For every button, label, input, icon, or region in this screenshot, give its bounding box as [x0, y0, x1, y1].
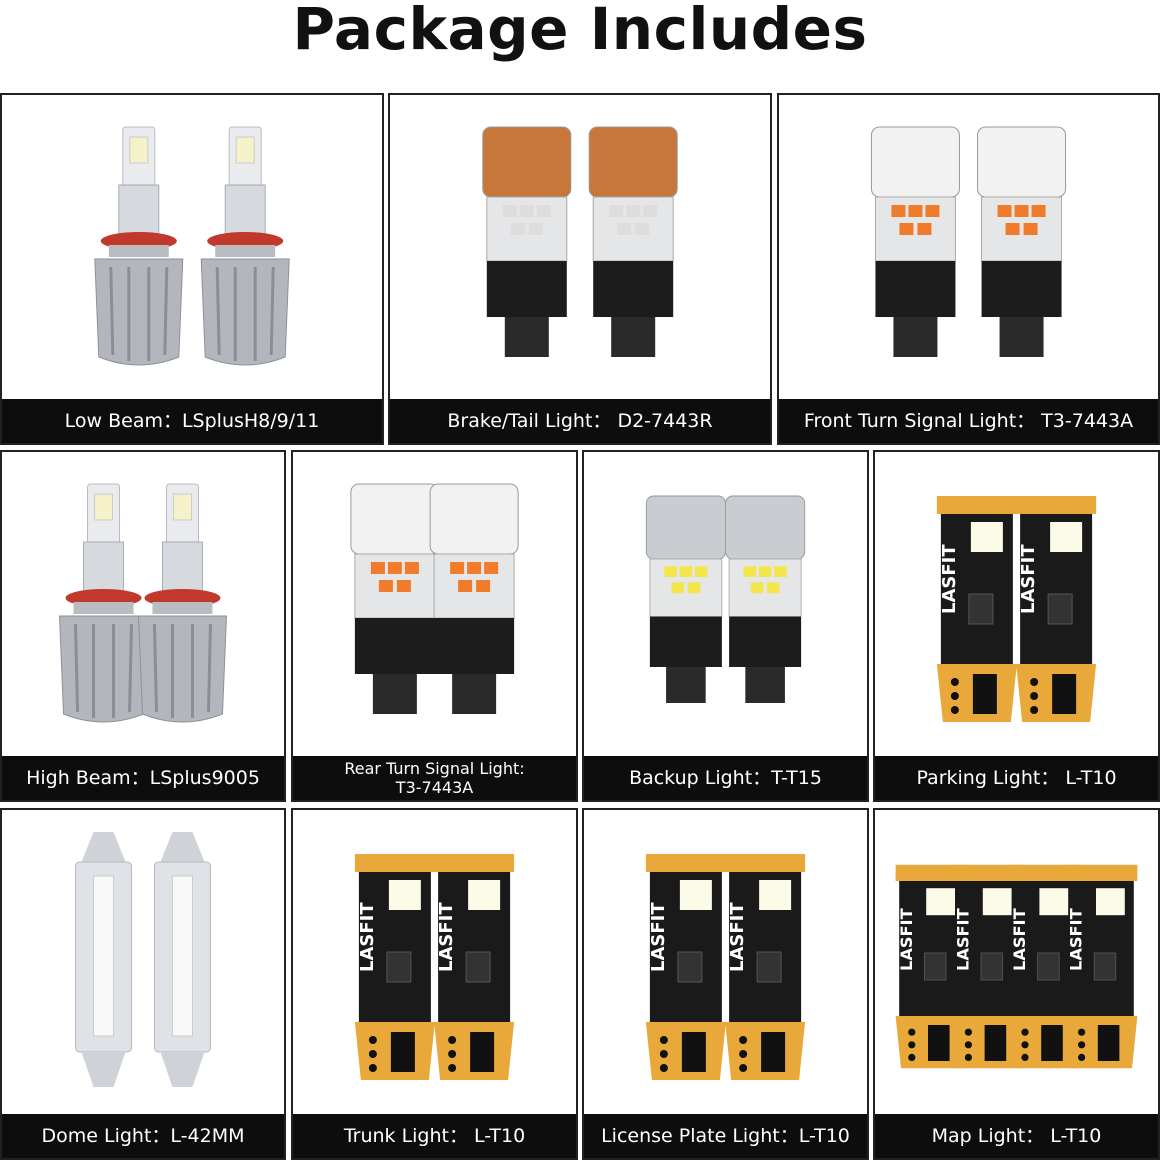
page-title: Package Includes — [292, 0, 868, 63]
headlight-bulb-pair-image — [2, 95, 382, 399]
product-card-rear-turn-signal: Rear Turn Signal Light: T3-7443A — [291, 450, 578, 802]
product-label: Front Turn Signal Light： T3-7443A — [779, 399, 1158, 443]
product-card-license-plate: LASFIT LASFIT License Plate Light：L-T10 — [582, 808, 869, 1160]
product-card-brake-tail: Brake/Tail Light： D2-7443R — [388, 93, 772, 445]
product-label: Brake/Tail Light： D2-7443R — [390, 399, 770, 443]
t10-bulb-pair-image: LASFIT LASFIT — [293, 810, 576, 1114]
product-label: Parking Light： L-T10 — [875, 756, 1158, 800]
copper-bulb-pair-image — [390, 95, 770, 399]
t10-bulb-quad-image: LASFIT LASFIT LASFIT LASFIT — [875, 810, 1158, 1114]
product-card-low-beam: Low Beam：LSplusH8/9/11 — [0, 93, 384, 445]
product-label: Dome Light：L-42MM — [2, 1114, 284, 1158]
product-label: Low Beam：LSplusH8/9/11 — [2, 399, 382, 443]
product-card-trunk: LASFIT LASFIT Trunk Light： L-T10 — [291, 808, 578, 1160]
product-label: Rear Turn Signal Light: T3-7443A — [293, 756, 576, 800]
product-label: High Beam：LSplus9005 — [2, 756, 284, 800]
product-label: License Plate Light：L-T10 — [584, 1114, 867, 1158]
product-card-parking: LASFIT LASFIT Parking Light： L-T10 — [873, 450, 1160, 802]
svg-text:LASFIT: LASFIT — [953, 908, 972, 971]
product-card-map: LASFIT LASFIT LASFIT LASFIT Map Light： L… — [873, 808, 1160, 1160]
product-label: Map Light： L-T10 — [875, 1114, 1158, 1158]
festoon-bulb-pair-image — [2, 810, 284, 1114]
svg-text:LASFIT: LASFIT — [357, 902, 378, 972]
svg-text:LASFIT: LASFIT — [727, 902, 748, 972]
silver-bulb-pair-image — [584, 452, 867, 756]
svg-text:LASFIT: LASFIT — [939, 544, 960, 614]
svg-text:LASFIT: LASFIT — [1018, 544, 1039, 614]
svg-text:LASFIT: LASFIT — [1067, 908, 1086, 971]
svg-text:LASFIT: LASFIT — [648, 902, 669, 972]
product-label: Backup Light：T-T15 — [584, 756, 867, 800]
product-card-high-beam: High Beam：LSplus9005 — [0, 450, 286, 802]
svg-text:LASFIT: LASFIT — [436, 902, 457, 972]
product-card-dome: Dome Light：L-42MM — [0, 808, 286, 1160]
t10-bulb-pair-image: LASFIT LASFIT — [875, 452, 1158, 756]
product-card-front-turn-signal: Front Turn Signal Light： T3-7443A — [777, 93, 1160, 445]
product-card-backup: Backup Light：T-T15 — [582, 450, 869, 802]
product-label: Trunk Light： L-T10 — [293, 1114, 576, 1158]
white-bulb-pair-image — [293, 452, 576, 756]
svg-text:LASFIT: LASFIT — [897, 908, 916, 971]
t10-bulb-pair-image: LASFIT LASFIT — [584, 810, 867, 1114]
headlight-bulb-pair-image — [2, 452, 284, 756]
svg-text:LASFIT: LASFIT — [1010, 908, 1029, 971]
white-bulb-pair-image — [779, 95, 1158, 399]
